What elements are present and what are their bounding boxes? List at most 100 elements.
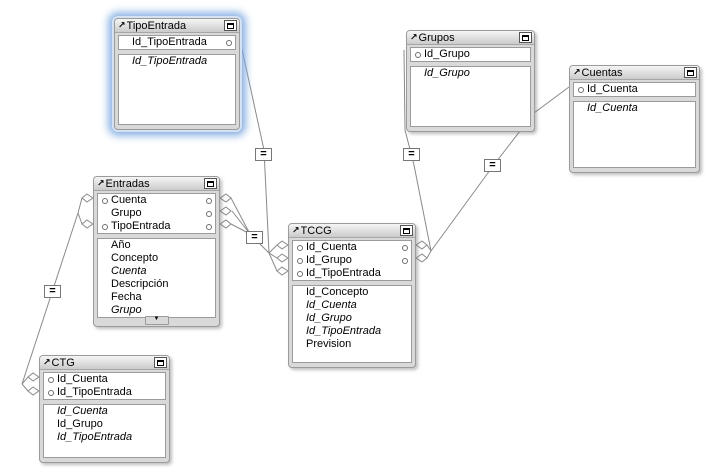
field-row[interactable]: Id_TipoEntrada [119, 36, 235, 49]
table-header[interactable]: ↗ Grupos [407, 31, 534, 45]
join-box-entradas-ctg[interactable]: = [44, 285, 61, 298]
table-cuentas[interactable]: ↗ Cuentas Id_Cuenta Id_Cuenta [569, 65, 700, 173]
connection-port-icon [206, 198, 212, 204]
table-arrow-icon: ↗ [43, 357, 51, 367]
field-row[interactable]: Id_Cuenta [293, 241, 411, 254]
table-header[interactable]: ↗ CTG [40, 356, 169, 370]
field-name: Id_Grupo [306, 254, 352, 266]
field-row[interactable]: Id_Grupo [44, 418, 165, 431]
field-name: Cuenta [111, 265, 147, 277]
field-name: Descripción [111, 278, 169, 290]
fields-box: Id_Grupo [410, 66, 531, 127]
field-name: Id_TipoEntrada [57, 431, 133, 443]
minimize-button[interactable] [400, 225, 413, 236]
table-tipoentrada[interactable]: ↗ TipoEntrada Id_TipoEntrada Id_TipoEntr… [114, 18, 240, 130]
fields-box: Id_Cuenta [573, 101, 696, 168]
field-row[interactable]: Id_Cuenta [574, 83, 695, 96]
table-title: Cuentas [581, 66, 623, 79]
field-row[interactable]: Id_Grupo [293, 254, 411, 267]
field-row[interactable]: Id_Grupo [411, 48, 530, 61]
field-row[interactable]: Descripción [98, 278, 215, 291]
minimize-icon [157, 359, 164, 366]
relationship-line-grupos-tccg[interactable] [403, 49, 432, 259]
field-name: Cuenta [111, 194, 147, 206]
field-row[interactable]: Id_Cuenta [293, 299, 411, 312]
field-row[interactable]: Id_TipoEntrada [44, 386, 165, 399]
field-row[interactable]: Id_Grupo [293, 312, 411, 325]
field-name: Id_Cuenta [306, 241, 357, 253]
field-name: Id_Grupo [424, 67, 470, 79]
field-name: Id_Cuenta [57, 405, 108, 417]
field-name: Id_Concepto [306, 286, 369, 298]
connection-port-icon [206, 224, 212, 230]
table-entradas[interactable]: ↗ Entradas Cuenta Grupo TipoEntrada Año … [93, 176, 220, 327]
table-tccg[interactable]: ↗ TCCG Id_Cuenta Id_Grupo Id_TipoEntrada… [288, 223, 416, 368]
field-row[interactable]: Grupo [98, 207, 215, 220]
field-row[interactable]: Concepto [98, 252, 215, 265]
field-row[interactable]: Id_TipoEntrada [44, 431, 165, 444]
field-name: Id_Grupo [424, 48, 470, 60]
field-row[interactable]: Id_Cuenta [44, 405, 165, 418]
field-row[interactable]: Fecha [98, 291, 215, 304]
field-row[interactable]: Cuenta [98, 265, 215, 278]
field-row[interactable]: Id_TipoEntrada [293, 325, 411, 338]
table-grupos[interactable]: ↗ Grupos Id_Grupo Id_Grupo [406, 30, 535, 132]
relationship-line-tipoentrada-tccg[interactable] [239, 39, 270, 254]
field-row[interactable]: Id_TipoEntrada [293, 267, 411, 280]
relationship-line-entradas-ctg[interactable] [21, 197, 83, 392]
field-row[interactable]: Año [98, 239, 215, 252]
table-arrow-icon: ↗ [573, 67, 581, 77]
join-box-tipoentrada-tccg[interactable]: = [255, 148, 272, 161]
diamond-icon [415, 253, 428, 263]
minimize-button[interactable] [519, 32, 532, 43]
minimize-button[interactable] [684, 67, 697, 78]
field-row[interactable]: Id_Concepto [293, 286, 411, 299]
field-name: Id_TipoEntrada [132, 36, 207, 48]
table-header[interactable]: ↗ Cuentas [570, 66, 699, 80]
connection-port-icon [48, 377, 54, 383]
table-ctg[interactable]: ↗ CTG Id_Cuenta Id_TipoEntrada Id_Cuenta… [39, 355, 170, 463]
field-name: Id_Cuenta [306, 299, 357, 311]
minimize-icon [522, 34, 529, 41]
scroll-more-button[interactable]: ▼ [144, 316, 169, 325]
minimize-button[interactable] [224, 20, 237, 31]
key-fields-box: Cuenta Grupo TipoEntrada [97, 193, 216, 234]
field-row[interactable]: TipoEntrada [98, 220, 215, 233]
field-name: Id_Grupo [306, 312, 352, 324]
join-box-entradas-tccg[interactable]: = [246, 231, 263, 244]
connection-port-icon [402, 258, 408, 264]
connection-port-icon [206, 211, 212, 217]
field-row[interactable]: Id_Grupo [411, 67, 530, 80]
fields-box: Id_Concepto Id_Cuenta Id_Grupo Id_TipoEn… [292, 285, 412, 363]
field-row[interactable]: Prevision [293, 338, 411, 351]
connection-port-icon [102, 224, 108, 230]
diamond-icon [276, 266, 289, 276]
field-name: Concepto [111, 252, 159, 264]
field-row[interactable]: Cuenta [98, 194, 215, 207]
field-name: Prevision [306, 338, 352, 350]
key-fields-box: Id_Grupo [410, 47, 531, 62]
field-row[interactable]: Id_Cuenta [44, 373, 165, 386]
fields-box: Id_Cuenta Id_Grupo Id_TipoEntrada [43, 404, 166, 458]
table-header[interactable]: ↗ TCCG [289, 224, 415, 238]
join-box-grupos-tccg[interactable]: = [403, 148, 420, 161]
table-header[interactable]: ↗ TipoEntrada [115, 19, 239, 33]
field-row[interactable]: Grupo [98, 304, 215, 317]
connection-port-icon [297, 245, 303, 251]
minimize-button[interactable] [154, 357, 167, 368]
fields-box: Año Concepto Cuenta Descripción Fecha Gr… [97, 238, 216, 318]
field-name: Año [111, 239, 131, 251]
field-row[interactable]: Id_Cuenta [574, 102, 695, 115]
minimize-button[interactable] [204, 178, 217, 189]
join-box-cuentas-tccg[interactable]: = [484, 159, 501, 172]
relationship-line-cuentas-tccg[interactable] [426, 86, 570, 252]
connection-port-icon [297, 258, 303, 264]
field-name: Id_TipoEntrada [306, 325, 382, 337]
fields-box: Id_TipoEntrada [118, 54, 236, 125]
diamond-icon [27, 386, 40, 396]
diamond-icon [27, 372, 40, 382]
table-header[interactable]: ↗ Entradas [94, 177, 219, 191]
diamond-icon [219, 219, 232, 229]
field-row[interactable]: Id_TipoEntrada [119, 55, 235, 68]
